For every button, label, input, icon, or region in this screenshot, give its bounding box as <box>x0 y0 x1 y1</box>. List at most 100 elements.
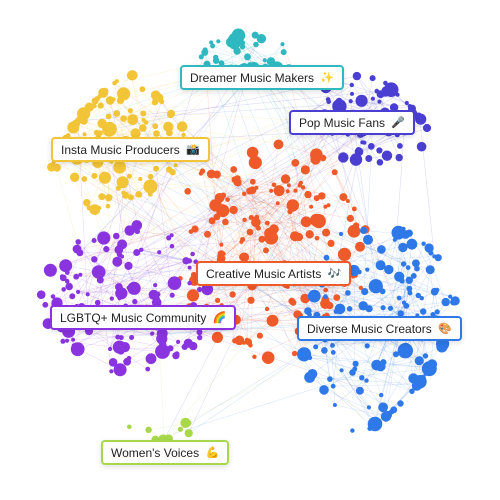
node-insta[interactable] <box>153 130 160 137</box>
node-pop[interactable] <box>362 140 367 145</box>
node-creative[interactable] <box>247 296 255 304</box>
node-creative[interactable] <box>346 214 354 222</box>
node-lgbtq[interactable] <box>196 329 203 336</box>
node-dreamer[interactable] <box>280 42 285 47</box>
node-diverse[interactable] <box>363 234 373 245</box>
node-diverse[interactable] <box>330 383 336 389</box>
node-lgbtq[interactable] <box>76 249 84 257</box>
node-dreamer[interactable] <box>231 36 239 44</box>
node-insta[interactable] <box>52 163 61 172</box>
node-lgbtq[interactable] <box>201 283 214 296</box>
node-diverse[interactable] <box>349 369 356 376</box>
node-creative[interactable] <box>263 247 269 254</box>
node-insta[interactable] <box>91 172 98 179</box>
node-pop[interactable] <box>365 155 373 162</box>
node-insta[interactable] <box>92 103 97 109</box>
node-lgbtq[interactable] <box>113 363 127 377</box>
node-lgbtq[interactable] <box>127 281 141 295</box>
node-lgbtq[interactable] <box>42 301 49 308</box>
node-creative[interactable] <box>326 302 334 310</box>
node-lgbtq[interactable] <box>145 366 151 372</box>
node-pop[interactable] <box>383 82 399 97</box>
node-creative[interactable] <box>339 193 348 202</box>
node-diverse[interactable] <box>448 294 453 299</box>
node-creative[interactable] <box>220 192 227 199</box>
node-lgbtq[interactable] <box>103 246 110 253</box>
node-creative[interactable] <box>331 169 338 176</box>
node-insta[interactable] <box>82 132 87 137</box>
node-insta[interactable] <box>139 86 146 93</box>
node-creative[interactable] <box>246 146 259 159</box>
node-creative[interactable] <box>246 187 254 195</box>
node-diverse[interactable] <box>339 368 344 373</box>
node-diverse[interactable] <box>421 374 426 380</box>
node-creative[interactable] <box>234 335 245 346</box>
node-dreamer[interactable] <box>239 44 246 50</box>
node-insta[interactable] <box>117 87 131 101</box>
node-creative[interactable] <box>219 242 224 247</box>
node-dreamer[interactable] <box>244 53 251 61</box>
node-diverse[interactable] <box>412 259 420 268</box>
node-lgbtq[interactable] <box>116 252 123 258</box>
node-lgbtq[interactable] <box>91 265 106 279</box>
node-creative[interactable] <box>216 204 230 218</box>
node-creative[interactable] <box>300 293 310 304</box>
node-dreamer[interactable] <box>201 48 209 56</box>
node-dreamer[interactable] <box>220 61 225 66</box>
node-diverse[interactable] <box>319 385 329 395</box>
node-creative[interactable] <box>258 235 266 243</box>
node-lgbtq[interactable] <box>132 298 138 305</box>
node-diverse[interactable] <box>451 297 459 305</box>
node-diverse[interactable] <box>384 264 394 275</box>
node-creative[interactable] <box>333 294 341 301</box>
node-creative[interactable] <box>233 178 242 187</box>
node-lgbtq[interactable] <box>145 353 157 365</box>
node-insta[interactable] <box>147 173 154 180</box>
node-pop[interactable] <box>349 153 363 166</box>
node-creative[interactable] <box>327 239 335 247</box>
node-dreamer[interactable] <box>262 58 267 63</box>
node-pop[interactable] <box>422 123 432 133</box>
node-lgbtq[interactable] <box>169 292 175 298</box>
node-creative[interactable] <box>337 247 352 261</box>
node-insta[interactable] <box>67 121 80 134</box>
node-lgbtq[interactable] <box>118 240 125 247</box>
node-insta[interactable] <box>98 193 106 201</box>
node-creative[interactable] <box>286 183 291 188</box>
node-pop[interactable] <box>355 147 362 153</box>
node-diverse[interactable] <box>321 347 328 354</box>
node-pop[interactable] <box>348 99 353 104</box>
node-insta[interactable] <box>113 110 121 117</box>
node-women[interactable] <box>127 424 132 430</box>
node-diverse[interactable] <box>323 294 328 300</box>
node-women[interactable] <box>184 429 193 438</box>
node-insta[interactable] <box>128 194 134 201</box>
node-diverse[interactable] <box>297 347 312 362</box>
node-pop[interactable] <box>397 143 403 149</box>
node-insta[interactable] <box>173 163 178 168</box>
node-diverse[interactable] <box>397 400 404 407</box>
node-diverse[interactable] <box>400 342 411 353</box>
node-insta[interactable] <box>105 113 112 120</box>
cluster-label-dreamer[interactable]: Dreamer Music Makers ✨ <box>180 65 345 90</box>
node-diverse[interactable] <box>366 405 371 410</box>
node-creative[interactable] <box>310 148 323 161</box>
node-creative[interactable] <box>244 337 250 343</box>
node-creative[interactable] <box>314 235 320 241</box>
node-creative[interactable] <box>266 314 279 327</box>
node-creative[interactable] <box>269 188 274 193</box>
node-pop[interactable] <box>416 141 427 152</box>
node-diverse[interactable] <box>346 306 353 312</box>
node-diverse[interactable] <box>400 261 407 267</box>
node-diverse[interactable] <box>392 232 397 237</box>
node-diverse[interactable] <box>359 375 365 381</box>
node-lgbtq[interactable] <box>129 335 135 340</box>
node-insta[interactable] <box>150 90 161 100</box>
node-lgbtq[interactable] <box>119 342 130 353</box>
node-pop[interactable] <box>395 153 403 162</box>
node-insta[interactable] <box>181 132 186 137</box>
node-creative[interactable] <box>291 159 300 167</box>
node-diverse[interactable] <box>434 309 440 315</box>
node-lgbtq[interactable] <box>59 259 73 273</box>
node-lgbtq[interactable] <box>187 265 192 270</box>
